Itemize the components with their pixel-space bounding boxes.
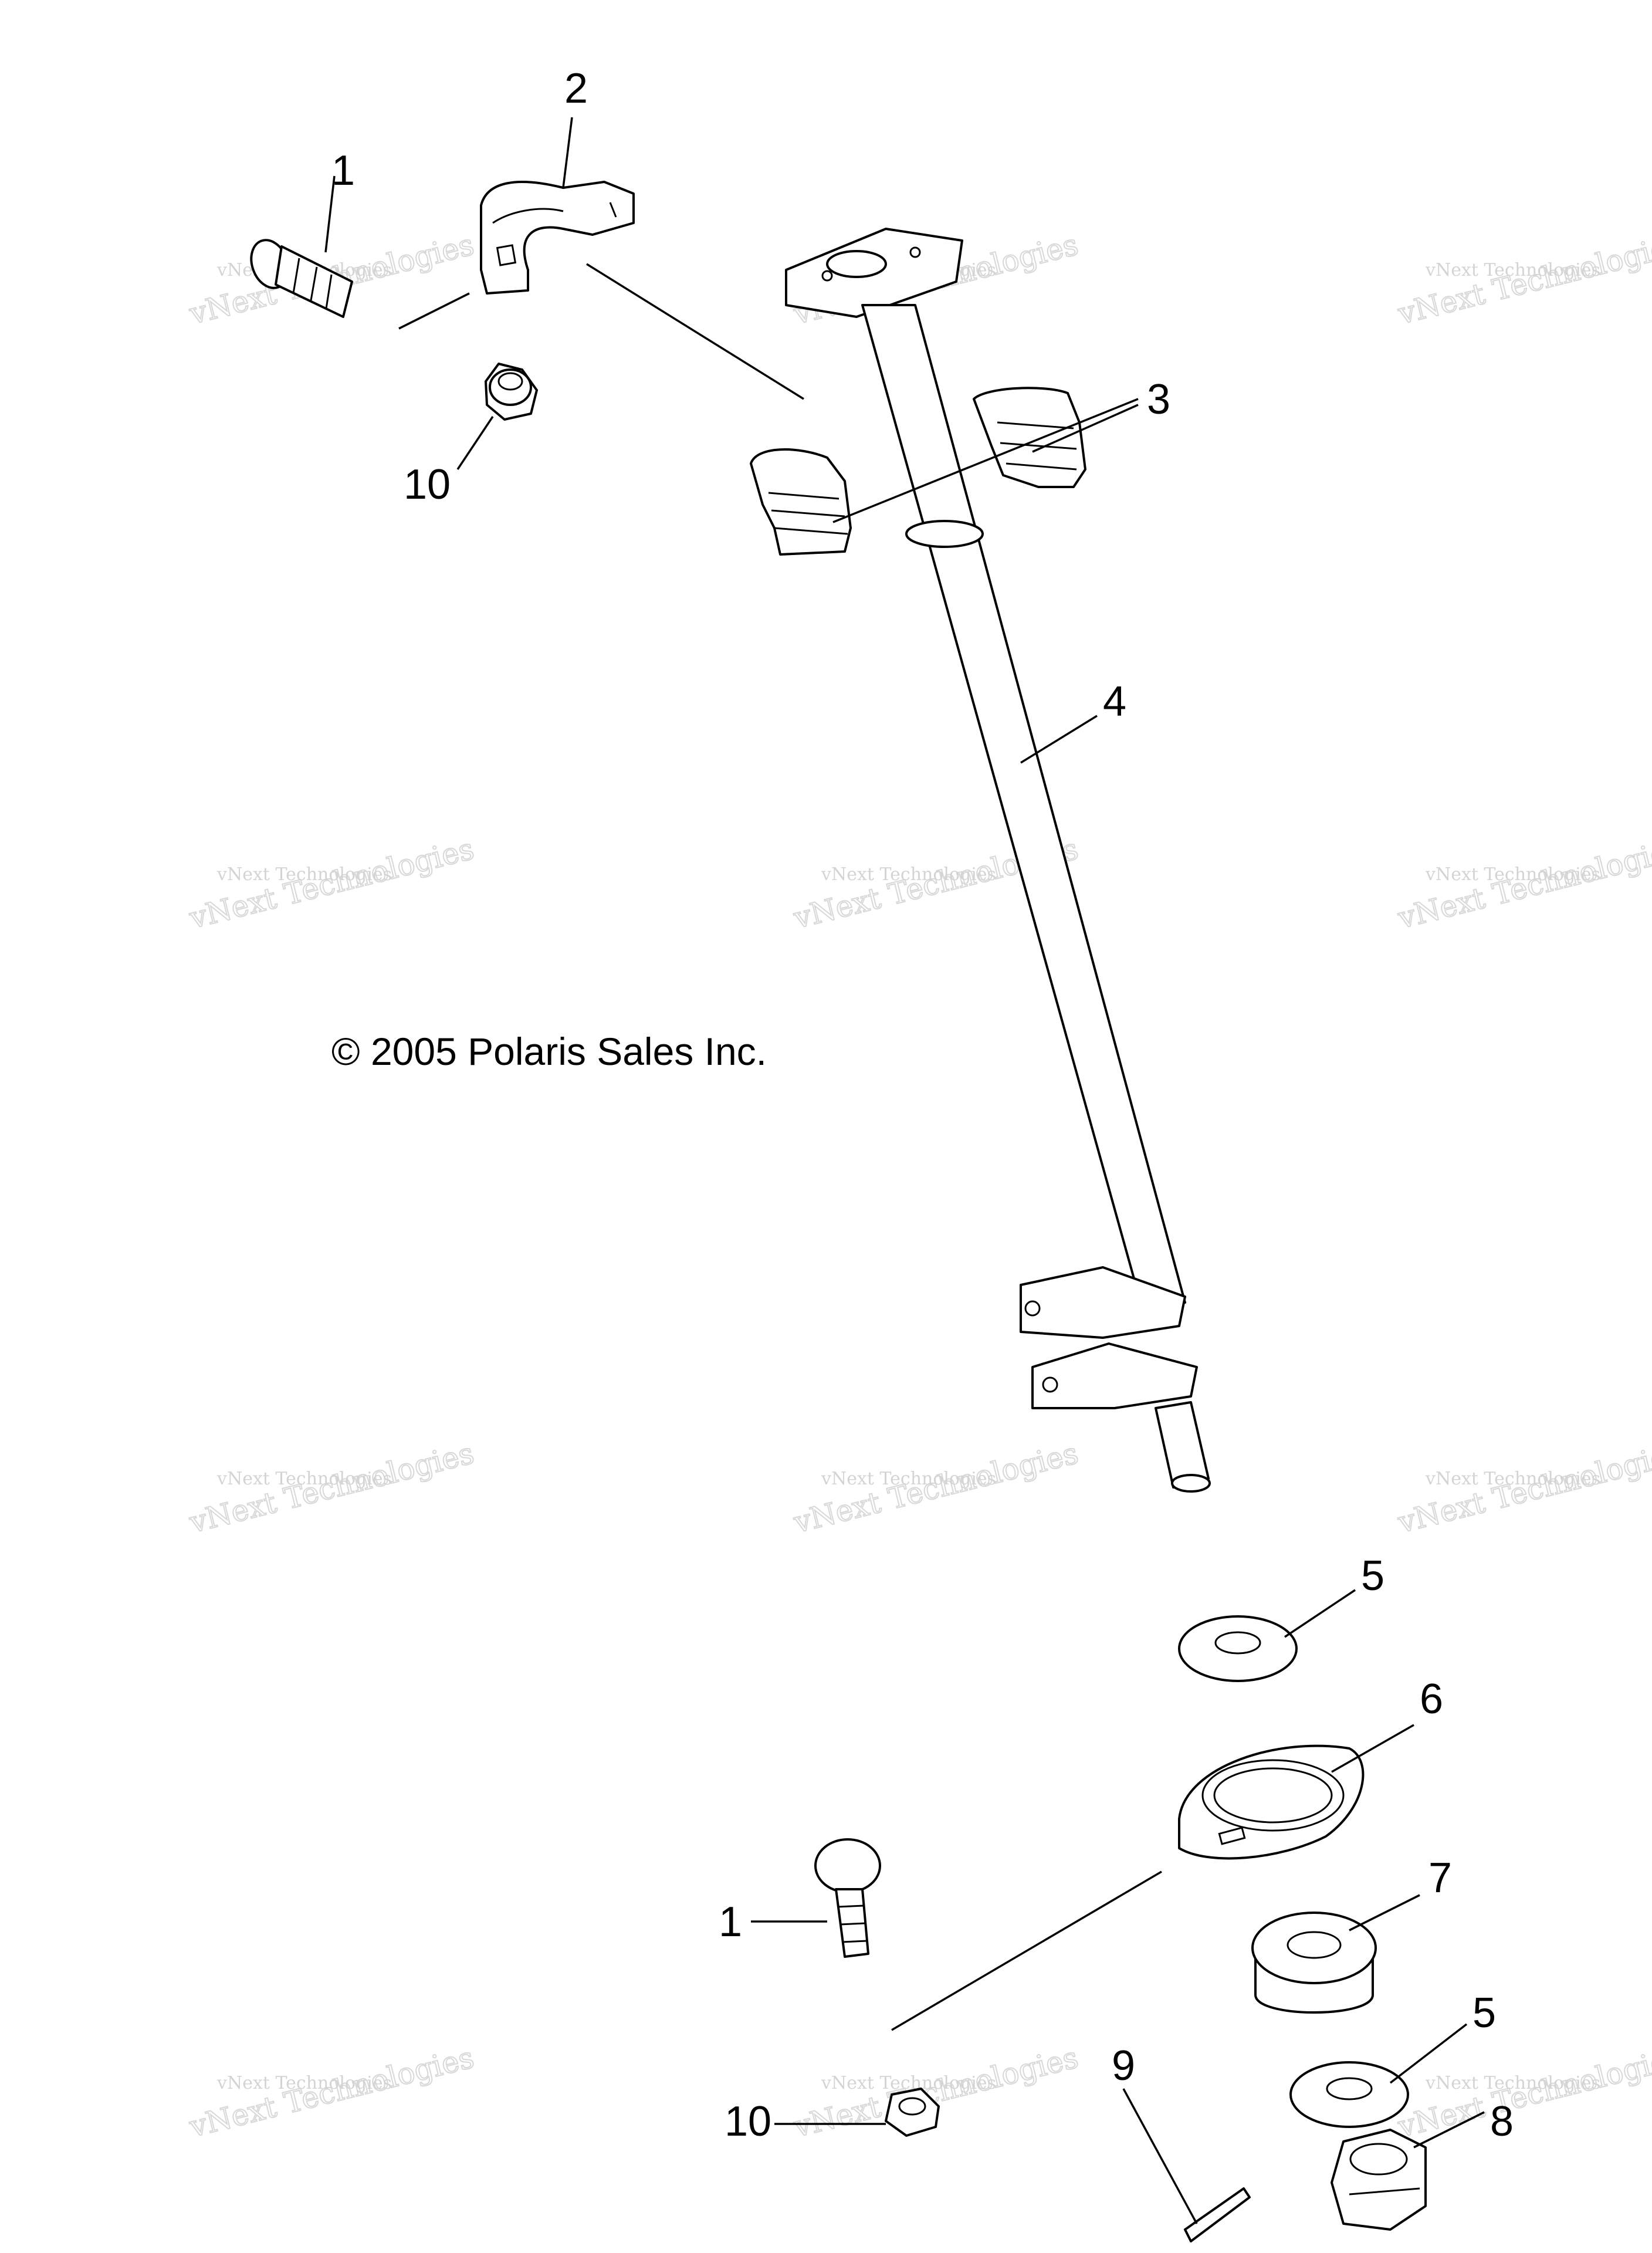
part-4-steering-post bbox=[785, 228, 1211, 1493]
part-6-bearing bbox=[1178, 1744, 1365, 1860]
part-5-washer-top bbox=[1178, 1615, 1298, 1682]
svg-text:vNext Technologies: vNext Technologies bbox=[1425, 260, 1600, 280]
part-8-nut bbox=[1331, 2129, 1427, 2231]
callout-5-top: 5 bbox=[1361, 1552, 1384, 1599]
part-10-nut-bottom bbox=[885, 2088, 940, 2137]
svg-text:vNext Technologies: vNext Technologies bbox=[821, 1469, 996, 1489]
watermark-4: vNext Technologies vNext Technologies bbox=[185, 831, 478, 936]
part-7-spacer bbox=[1251, 1912, 1377, 2014]
svg-text:vNext Technologies: vNext Technologies bbox=[821, 2073, 996, 2093]
svg-text:vNext Technologies: vNext Technologies bbox=[1425, 864, 1600, 885]
svg-text:vNext Technologies: vNext Technologies bbox=[821, 864, 996, 885]
watermark-12: vNext Technologies vNext Technologies bbox=[1394, 2040, 1652, 2145]
part-2-clamp bbox=[480, 181, 635, 295]
svg-text:vNext Technologies: vNext Technologies bbox=[216, 864, 392, 885]
callout-1-bottom: 1 bbox=[719, 1899, 742, 1946]
part-3-bushing-right bbox=[973, 387, 1086, 488]
watermark-8: vNext Technologies vNext Technologies bbox=[790, 1436, 1082, 1541]
svg-text:vNext Technologies: vNext Technologies bbox=[216, 1469, 392, 1489]
part-5-washer-bottom bbox=[1289, 2061, 1409, 2128]
watermark-3: vNext Technologies vNext Technologies bbox=[1394, 227, 1652, 332]
watermark-6: vNext Technologies vNext Technologies bbox=[1394, 831, 1652, 936]
part-1-bolt-top bbox=[250, 239, 353, 318]
callout-7: 7 bbox=[1428, 1855, 1452, 1902]
callout-labels: 1 2 3 10 4 5 6 7 1 5 10 8 9 bbox=[331, 65, 1514, 2145]
callout-10-bottom: 10 bbox=[725, 2098, 771, 2145]
callout-1-top: 1 bbox=[331, 147, 355, 194]
callout-5-bottom: 5 bbox=[1472, 1990, 1496, 2037]
watermark-11: vNext Technologies vNext Technologies bbox=[790, 2040, 1082, 2145]
watermark-9: vNext Technologies vNext Technologies bbox=[1394, 1436, 1652, 1541]
part-1-bolt-bottom bbox=[814, 1838, 881, 1958]
callout-4: 4 bbox=[1103, 678, 1126, 725]
part-3-bushing-left bbox=[750, 448, 852, 556]
callout-3: 3 bbox=[1147, 376, 1170, 423]
callout-6: 6 bbox=[1420, 1676, 1443, 1723]
svg-text:vNext Technologies: vNext Technologies bbox=[216, 2073, 392, 2093]
part-10-nut-top bbox=[485, 363, 538, 421]
part-9-pin bbox=[1184, 2187, 1251, 2242]
callout-9: 9 bbox=[1112, 2042, 1135, 2089]
callout-8: 8 bbox=[1490, 2098, 1514, 2145]
callout-2: 2 bbox=[564, 65, 588, 112]
leader-lines bbox=[324, 117, 1485, 2224]
watermark-7: vNext Technologies vNext Technologies bbox=[185, 1436, 478, 1541]
svg-text:vNext Technologies: vNext Technologies bbox=[1425, 2073, 1600, 2093]
copyright-text: © 2005 Polaris Sales Inc. bbox=[331, 1030, 767, 1073]
watermark-10: vNext Technologies vNext Technologies bbox=[185, 2040, 478, 2145]
svg-text:vNext Technologies: vNext Technologies bbox=[1425, 1469, 1600, 1489]
callout-10-top: 10 bbox=[404, 461, 451, 508]
